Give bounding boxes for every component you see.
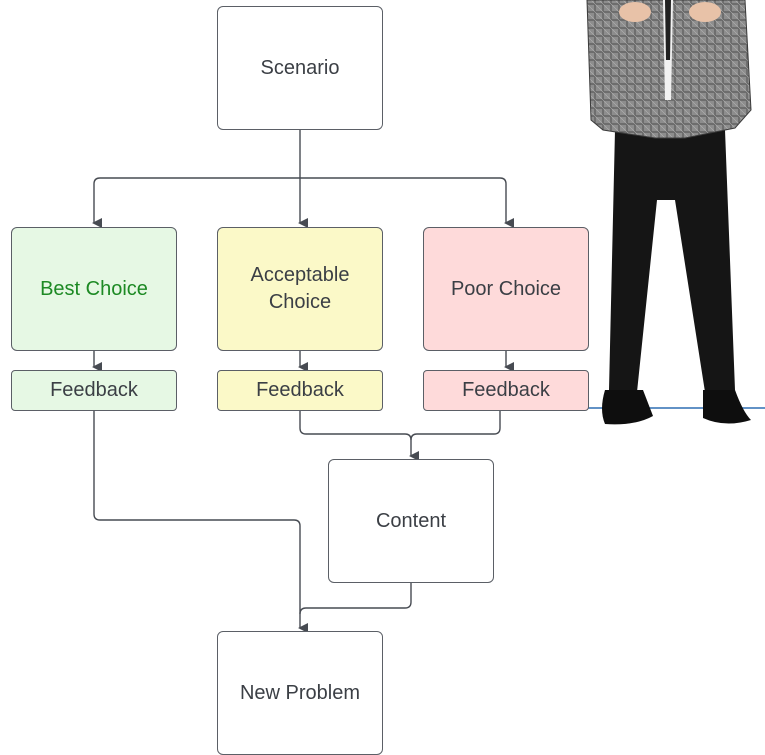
scenario-node: Scenario xyxy=(217,6,383,130)
acceptable-choice-label: Acceptable Choice xyxy=(250,264,350,313)
trousers xyxy=(609,130,735,392)
content-node: Content xyxy=(328,459,494,583)
edge-acc-feedback-to-content xyxy=(299,410,419,461)
edge-to-poor-choice xyxy=(300,177,514,228)
new-problem-node: New Problem xyxy=(217,631,383,755)
best-choice-label: Best Choice xyxy=(40,277,148,300)
best-feedback-node: Feedback xyxy=(11,370,177,411)
poor-choice-label: Poor Choice xyxy=(450,277,562,300)
new-problem-label: New Problem xyxy=(239,681,361,704)
poor-choice-node: Poor Choice xyxy=(423,227,589,351)
edge-poor-feedback-to-content xyxy=(410,410,501,441)
acceptable-feedback-node: Feedback xyxy=(217,370,383,411)
acceptable-choice-node: Acceptable Choice xyxy=(217,227,383,351)
left-shoe xyxy=(602,390,653,425)
poor-feedback-label: Feedback xyxy=(462,379,550,401)
best-feedback-label: Feedback xyxy=(50,379,138,401)
poor-feedback-node: Feedback xyxy=(423,370,589,411)
edge-content-to-new-problem xyxy=(299,583,412,615)
acceptable-feedback-label: Feedback xyxy=(256,379,344,401)
edge-best-feedback-to-new-problem xyxy=(93,410,308,633)
right-shoe xyxy=(703,390,751,424)
edge-to-best-choice xyxy=(92,177,300,228)
best-choice-node: Best Choice xyxy=(11,227,177,351)
content-label: Content xyxy=(375,509,447,532)
person-in-suit-photo xyxy=(586,0,752,425)
scenario-label: Scenario xyxy=(260,56,340,79)
